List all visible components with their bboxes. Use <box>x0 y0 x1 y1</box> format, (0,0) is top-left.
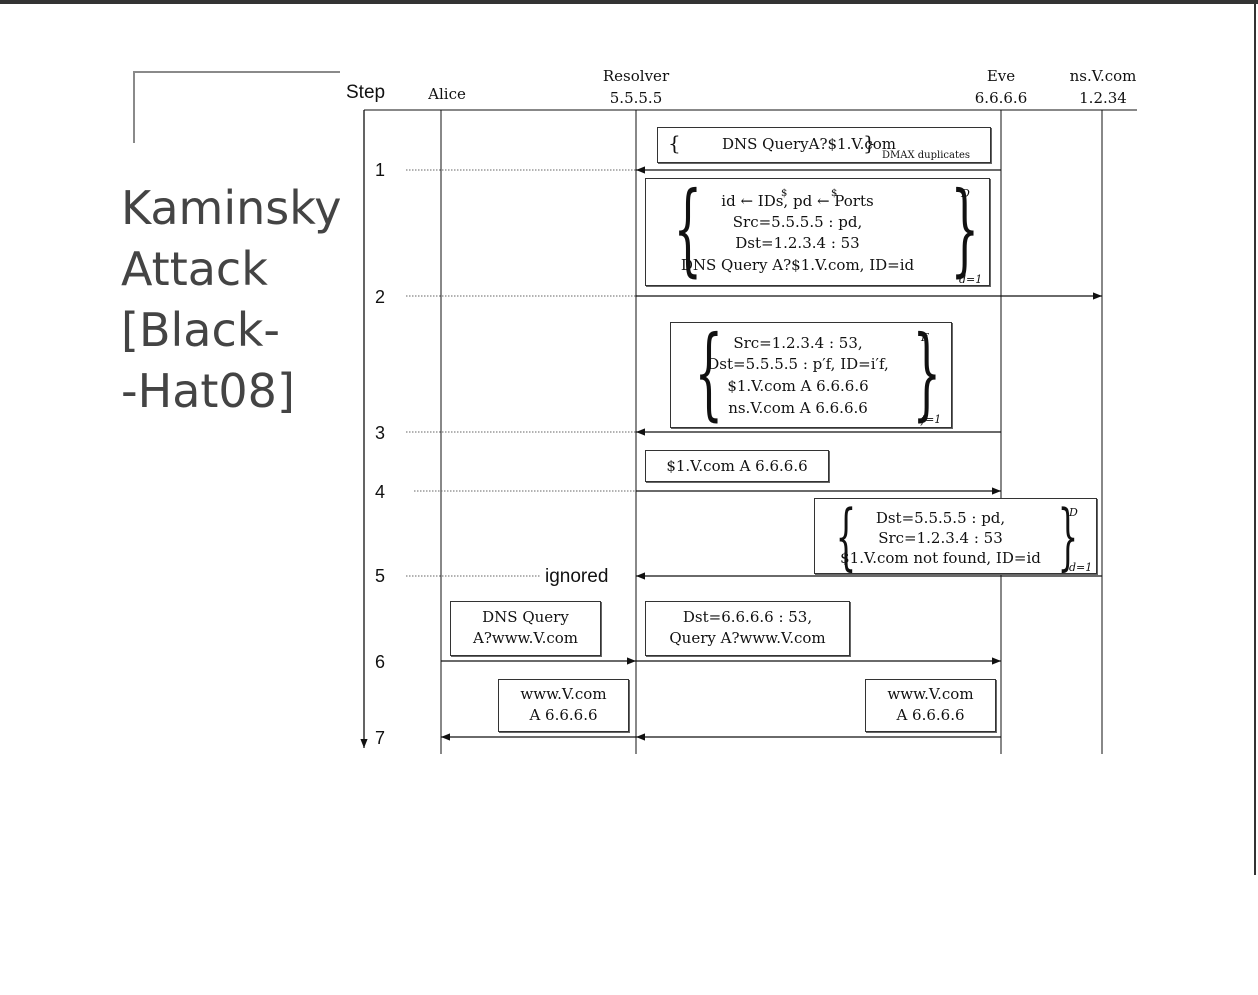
box-step1-text: DNS QueryA?$1.V.com <box>721 135 897 153</box>
box-step6b-line2: Query A?www.V.com <box>669 629 826 647</box>
participant-alice-name: Alice <box>428 85 466 103</box>
box-step5-subscript: d=1 <box>1069 561 1093 574</box>
box-step3-line3: $1.V.com A 6.6.6.6 <box>727 377 869 395</box>
participant-resolver-address: 5.5.5.5 <box>609 89 663 107</box>
box-step7b-line1: www.V.com <box>887 685 974 703</box>
step-number-6: 6 <box>375 652 386 672</box>
brace-open: { <box>835 494 857 578</box>
dollar-mark-2: $ <box>831 188 838 199</box>
box-step6b-line1: Dst=6.6.6.6 : 53, <box>682 608 813 626</box>
brace-open: { <box>673 170 703 287</box>
box-step3-subscript: f=1 <box>921 413 942 426</box>
box-step2-line4: DNS Query A?$1.V.com, ID=id <box>680 256 915 274</box>
box-step5-superscript: D <box>1069 506 1078 519</box>
box-step7-alice-answer: www.V.com A 6.6.6.6 <box>498 679 629 732</box>
box-step5-not-found: { Dst=5.5.5.5 : pd, Src=1.2.3.4 : 53 $1.… <box>814 498 1097 574</box>
dollar-mark-1: $ <box>781 188 788 199</box>
box-step3-line2: Dst=5.5.5.5 : p′f, ID=i′f, <box>707 355 889 373</box>
participant-nsvcom-name: ns.V.com <box>1069 67 1137 85</box>
step-number-3: 3 <box>375 423 386 443</box>
brace-open: { <box>668 131 681 155</box>
top-border <box>0 0 1258 4</box>
box-step2-superscript: D <box>961 187 970 200</box>
brace-open: { <box>694 314 724 431</box>
box-step3-line4: ns.V.com A 6.6.6.6 <box>728 399 868 417</box>
brace-close: } <box>950 170 980 287</box>
participant-eve-address: 6.6.6.6 <box>974 89 1028 107</box>
step-number-1: 1 <box>375 160 386 180</box>
box-step2-line3: Dst=1.2.3.4 : 53 <box>735 234 860 252</box>
ignored-label: ignored <box>545 566 609 587</box>
box-step1-subscript: DMAX duplicates <box>882 150 971 161</box>
box-step3-line1: Src=1.2.3.4 : 53, <box>733 334 863 352</box>
box-step2-queries: { id ← IDs, pd ← Ports $ $ Src=5.5.5.5 :… <box>645 178 990 286</box>
box-step7b-line2: A 6.6.6.6 <box>896 706 965 724</box>
brace-close: } <box>863 131 876 155</box>
box-step7a-line1: www.V.com <box>520 685 607 703</box>
step-number-2: 2 <box>375 287 386 307</box>
participant-eve-name: Eve <box>986 67 1016 85</box>
box-step4-text: $1.V.com A 6.6.6.6 <box>666 457 808 475</box>
box-step4-answer: $1.V.com A 6.6.6.6 <box>645 450 829 482</box>
step-number-5: 5 <box>375 566 386 586</box>
step-header: Step <box>346 82 386 103</box>
box-step5-line1: Dst=5.5.5.5 : pd, <box>875 509 1006 527</box>
box-step2-line2: Src=5.5.5.5 : pd, <box>732 213 863 231</box>
participant-nsvcom-address: 1.2.34 <box>1079 89 1127 107</box>
box-step3-forged-responses: { Src=1.2.3.4 : 53, Dst=5.5.5.5 : p′f, I… <box>670 322 952 428</box>
box-step6a-line2: A?www.V.com <box>472 629 578 647</box>
box-step1-dns-query: { DNS QueryA?$1.V.com } DMAX duplicates <box>657 127 991 163</box>
box-step6-resolver-query: Dst=6.6.6.6 : 53, Query A?www.V.com <box>645 601 850 656</box>
slide-title: Kaminsky’s Attack [Black- -Hat08] <box>121 181 381 418</box>
brace-close: } <box>1057 494 1079 578</box>
box-step6-alice-query: DNS Query A?www.V.com <box>450 601 601 656</box>
step-number-4: 4 <box>375 482 386 502</box>
box-step6a-line1: DNS Query <box>482 608 569 626</box>
right-border <box>1254 0 1256 875</box>
box-step5-line2: Src=1.2.3.4 : 53 <box>878 529 1003 547</box>
box-step7a-line2: A 6.6.6.6 <box>529 706 598 724</box>
box-step2-subscript: d=1 <box>959 273 983 286</box>
brace-close: } <box>912 314 942 431</box>
title-bracket-vertical <box>133 71 135 143</box>
box-step7-eve-answer: www.V.com A 6.6.6.6 <box>865 679 996 732</box>
participant-resolver-name: Resolver <box>602 67 670 85</box>
step-number-7: 7 <box>375 728 386 748</box>
diagram-lines <box>360 109 1137 754</box>
box-step2-line1: id ← IDs, pd ← Ports <box>721 192 874 210</box>
box-step3-superscript: F <box>921 331 929 344</box>
sequence-diagram: Step Alice Resolver 5.5.5.5 Eve 6.6.6.6 … <box>340 60 1140 760</box>
box-step5-line3: $1.V.com not found, ID=id <box>840 549 1041 567</box>
